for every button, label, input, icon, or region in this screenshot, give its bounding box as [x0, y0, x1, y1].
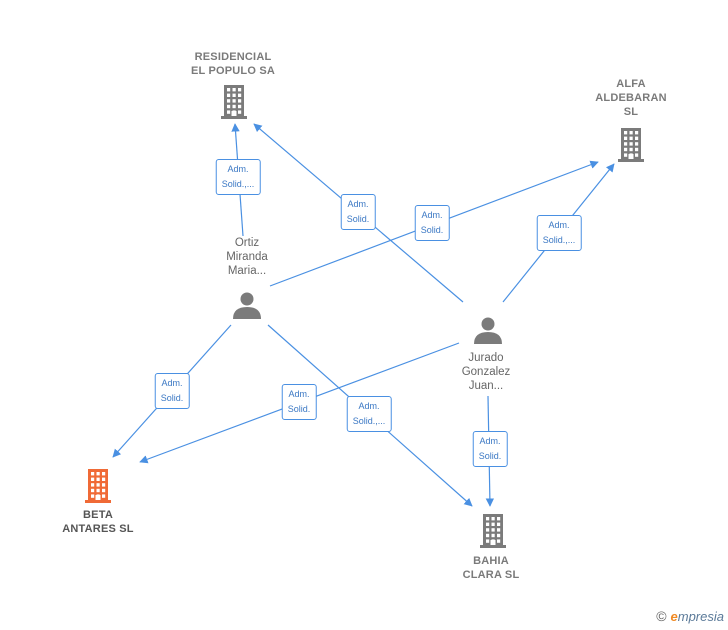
- node-label-line: Miranda: [226, 251, 268, 263]
- edge-label-line: Adm.: [161, 378, 183, 388]
- edge-label-line: Solid.,...: [221, 179, 255, 189]
- brand-initial: e: [670, 609, 678, 624]
- edge-label-line: Adm.: [548, 220, 570, 230]
- person-icon[interactable]: [474, 317, 502, 345]
- building-icon[interactable]: [221, 85, 247, 119]
- node-label-residencial[interactable]: RESIDENCIAL EL POPULO SA: [191, 50, 275, 78]
- edge-label-line: Solid.: [160, 393, 184, 403]
- edge-label-line: Adm.: [288, 389, 310, 399]
- edge-label-line: Solid.: [420, 225, 444, 235]
- edge-label-ortiz-alfa[interactable]: Adm. Solid.: [414, 205, 450, 241]
- edge-label-line: Adm.: [479, 436, 501, 446]
- brand-name: mpresia: [677, 609, 724, 624]
- node-label-line: CLARA SL: [462, 569, 520, 581]
- edge-label-line: Adm.: [227, 164, 249, 174]
- node-label-alfa[interactable]: ALFA ALDEBARAN SL: [595, 77, 666, 119]
- edge-label-line: Solid.: [346, 214, 370, 224]
- node-label-line: RESIDENCIAL: [194, 51, 272, 63]
- node-label-line: Ortiz: [234, 237, 260, 249]
- edge-label-jurado-beta[interactable]: Adm. Solid.: [281, 384, 317, 420]
- node-label-line: Jurado: [468, 352, 504, 364]
- node-label-line: BAHIA: [473, 555, 509, 567]
- node-label-line: BETA: [83, 509, 113, 521]
- person-icon[interactable]: [233, 292, 261, 320]
- building-icon[interactable]: [480, 514, 506, 548]
- node-label-line: ALDEBARAN: [595, 92, 667, 104]
- edge-label-line: Solid.: [478, 451, 502, 461]
- edge-label-jurado-bahia[interactable]: Adm. Solid.: [472, 431, 508, 467]
- node-label-line: Juan...: [468, 380, 504, 392]
- empresia-logo: ©empresia: [656, 608, 724, 624]
- node-label-line: ANTARES SL: [62, 523, 134, 535]
- building-icon[interactable]: [85, 469, 111, 503]
- node-label-line: ALFA: [616, 78, 646, 90]
- node-label-line: Maria...: [227, 265, 267, 277]
- edge-label-line: Adm.: [421, 210, 443, 220]
- edge-label-line: Adm.: [347, 199, 369, 209]
- node-label-beta[interactable]: BETA ANTARES SL: [62, 508, 133, 536]
- node-label-bahia[interactable]: BAHIA CLARA SL: [463, 554, 520, 582]
- node-label-line: EL POPULO SA: [190, 65, 276, 77]
- edge-label-jurado-alfa[interactable]: Adm. Solid.,...: [536, 215, 582, 251]
- node-label-line: Gonzalez: [461, 366, 511, 378]
- edge-label-ortiz-bahia[interactable]: Adm. Solid.,...: [346, 396, 392, 432]
- edge-label-line: Solid.: [287, 404, 311, 414]
- copyright-icon: ©: [656, 608, 667, 624]
- edge-label-ortiz-beta[interactable]: Adm. Solid.: [154, 373, 190, 409]
- edge-label-line: Adm.: [358, 401, 380, 411]
- edge-label-jurado-residencial[interactable]: Adm. Solid.: [340, 194, 376, 230]
- edge-label-line: Solid.,...: [352, 416, 386, 426]
- node-label-line: SL: [623, 106, 639, 118]
- building-icon[interactable]: [618, 128, 644, 162]
- edge-label-line: Solid.,...: [542, 235, 576, 245]
- edge-label-ortiz-residencial[interactable]: Adm. Solid.,...: [215, 159, 261, 195]
